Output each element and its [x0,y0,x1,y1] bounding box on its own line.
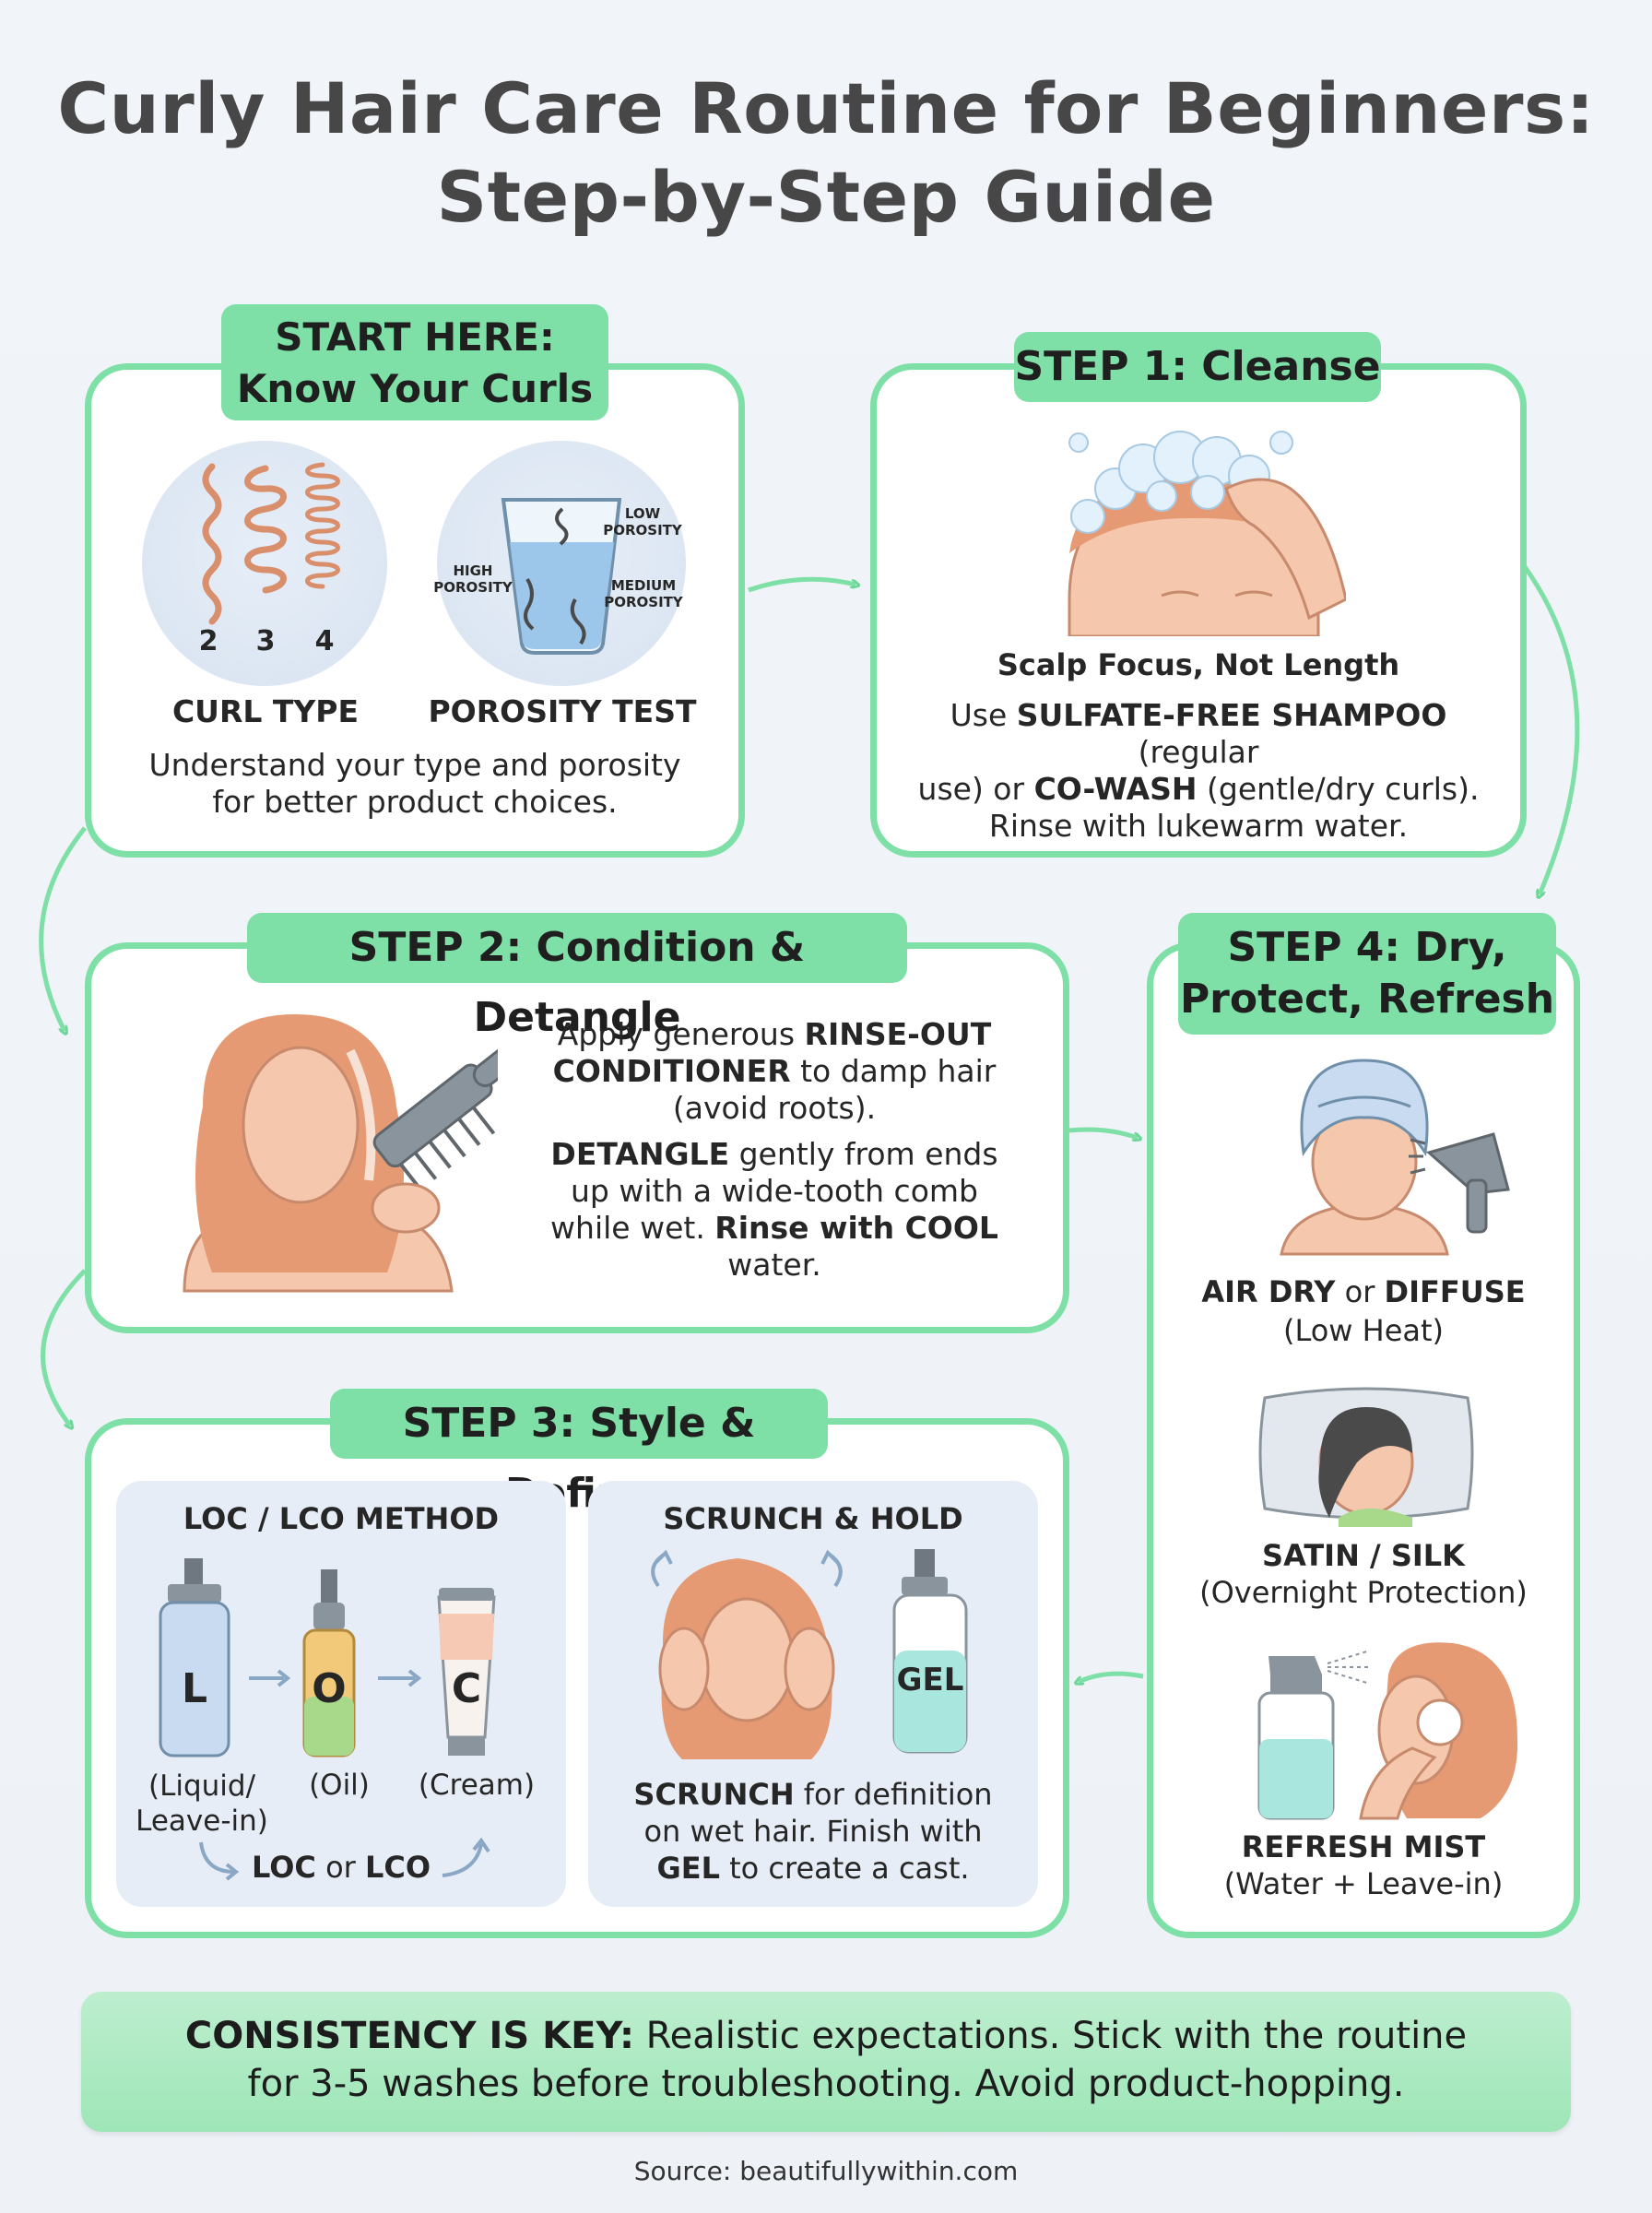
arrow-start-to-step2 [39,826,87,1031]
loc-bottles-illustration [159,1558,496,1757]
satin-label: SATIN / SILK [1262,1538,1465,1573]
step2-label: STEP 2: Condition & Detangle [247,913,907,1041]
arrow-step4-to-step3 [1079,1671,1144,1682]
curl-type-circle [142,441,387,686]
step1-description: Use SULFATE-FREE SHAMPOO (regular use) o… [917,697,1480,844]
water-glass-icon [501,498,622,655]
loc-footer: LOC or LCO [251,1850,431,1885]
step1-label: STEP 1: Cleanse [1014,332,1381,402]
step4-label: STEP 4: Dry, Protect, Refresh [1178,913,1556,1035]
curl-number-3: 3 [255,625,276,657]
curl-strands-icon [202,462,340,625]
loc-title: LOC / LCO METHOD [183,1501,500,1536]
loc-caption-liquid: (Liquid/ Leave-in) [136,1769,268,1838]
refresh-mist-illustration [1257,1642,1518,1820]
arrow-start-to-step1 [748,576,856,593]
porosity-high-label: HIGH POROSITY [433,562,513,596]
dry-sub: (Low Heat) [1282,1313,1445,1348]
start-label: START HERE: Know Your Curls [221,304,608,420]
loc-letter-o: O [312,1665,347,1712]
scrunch-description: SCRUNCH for definition on wet hair. Fini… [633,1777,993,1886]
step2-description: Apply generous RINSE-OUT CONDITIONER to … [550,1016,998,1283]
scrunch-title: SCRUNCH & HOLD [663,1501,963,1536]
towel-dryer-illustration [1280,1059,1510,1256]
loc-caption-cream: (Cream) [418,1769,536,1802]
porosity-test-label: POROSITY TEST [428,693,697,729]
loc-caption-oil: (Oil) [309,1769,370,1802]
arrow-step2-to-step4 [1068,1127,1138,1138]
porosity-low-label: LOW POROSITY [603,505,682,538]
consistency-banner: CONSISTENCY IS KEY: Realistic expectatio… [81,1992,1571,2132]
source-credit: Source: beautifullywithin.com [633,2156,1019,2186]
satin-sub: (Overnight Protection) [1199,1575,1528,1610]
curl-number-2: 2 [198,625,218,657]
gel-label: GEL [896,1662,964,1698]
detangle-comb-illustration [183,1014,498,1293]
curl-type-label: CURL TYPE [171,693,360,729]
loc-letter-l: L [181,1665,208,1712]
page-title: Curly Hair Care Routine for Beginners: S… [0,65,1652,242]
start-description: Understand your type and porosity for be… [148,747,681,820]
loc-cycle-arrows [199,1837,490,1881]
step3-label: STEP 3: Style & Define [330,1389,828,1517]
mist-label: REFRESH MIST [1241,1829,1486,1864]
title-line-2: Step-by-Step Guide [436,156,1216,238]
curl-number-4: 4 [314,625,335,657]
arrow-step2-to-step3 [41,1269,87,1426]
scrunch-illustration [651,1549,968,1759]
mist-sub: (Water + Leave-in) [1223,1866,1504,1901]
porosity-medium-label: MEDIUM POROSITY [604,577,683,610]
shampoo-scalp-illustration [1068,431,1346,636]
loc-letter-c: C [451,1665,482,1712]
arrow-step1-to-step4 [1520,562,1580,894]
step1-subtitle: Scalp Focus, Not Length [997,647,1400,682]
satin-pillow-illustration [1258,1387,1474,1527]
dry-label: AIR DRY or DIFFUSE [1201,1274,1526,1309]
title-line-1: Curly Hair Care Routine for Beginners: [57,67,1595,149]
